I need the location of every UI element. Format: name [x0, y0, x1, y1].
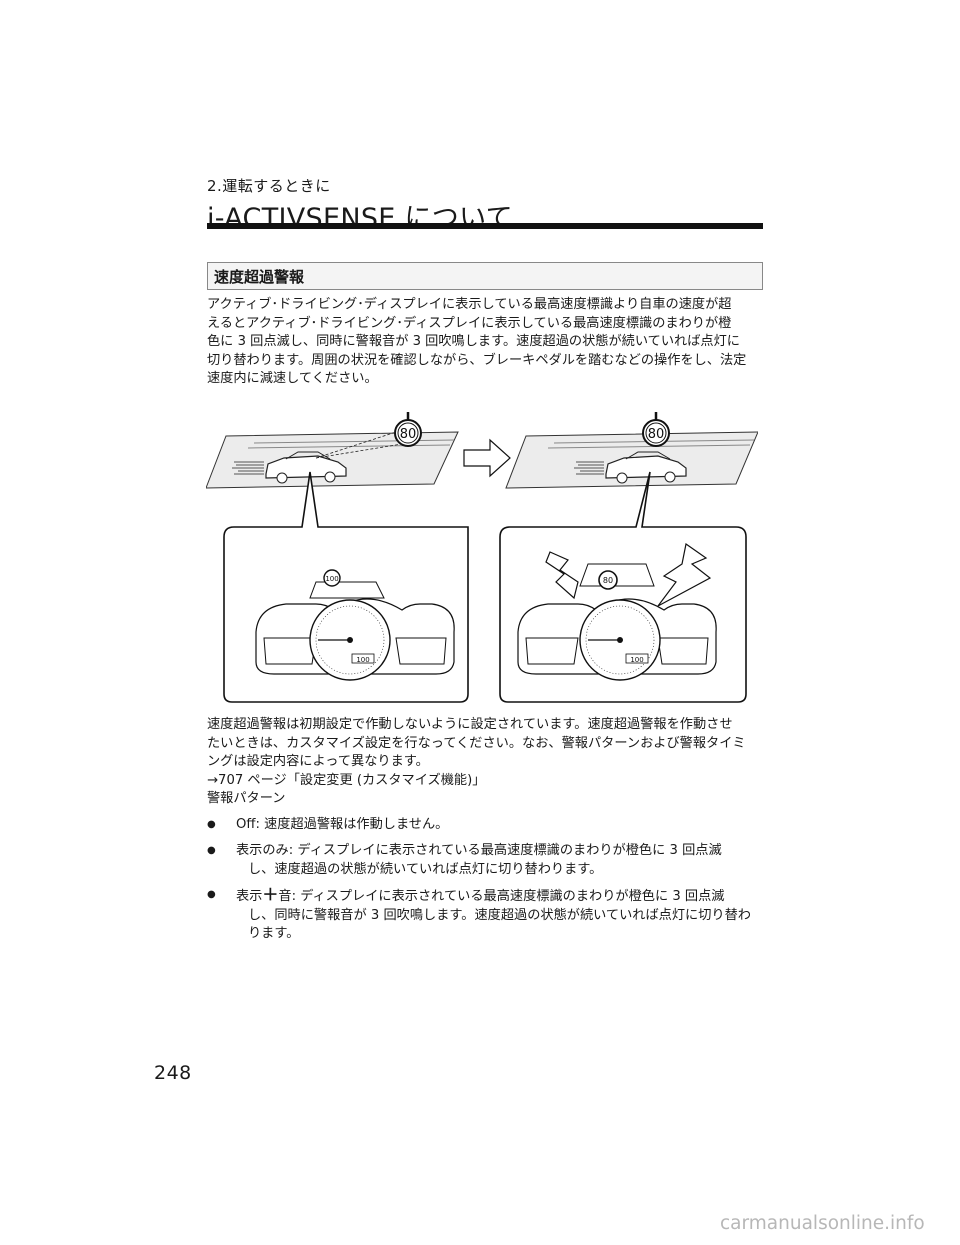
- page-reference-link[interactable]: →707 ページ「設定変更 (カスタマイズ機能)」: [207, 772, 486, 788]
- intro-paragraph: アクティブ･ドライビング･ディスプレイに表示している最高速度標識より自車の速度が…: [207, 296, 767, 389]
- instrument-cluster-icon: 100 80: [517, 563, 717, 681]
- intro-line: アクティブ･ドライビング･ディスプレイに表示している最高速度標識より自車の速度が…: [207, 297, 732, 312]
- plus-icon: ＋: [262, 885, 279, 904]
- intro-line: 色に 3 回点滅し、同時に警報音が 3 回吹鳴します。速度超過の状態が続いていれ…: [207, 334, 740, 350]
- bullet-line: Off: 速度超過警報は作動しません。: [236, 817, 449, 832]
- bullet-icon: ●: [207, 889, 216, 900]
- bullet-line: し、同時に警報音が 3 回吹鳴します。速度超過の状態が続いていれば点灯に切り替わ: [248, 907, 751, 923]
- bullet-mid: 音: [278, 889, 292, 904]
- subheading: 速度超過警報: [214, 268, 305, 286]
- lcd-readout: 100: [630, 656, 643, 664]
- road-scene-right: 80 100 80: [499, 412, 758, 703]
- car-icon: [605, 451, 687, 484]
- bullet-line: ります。: [248, 926, 300, 942]
- page-number: 248: [154, 1062, 192, 1084]
- settings-line: 速度超過警報は初期設定で作動しないように設定されています。速度超過警報を作動させ: [207, 717, 733, 732]
- warning-pattern-heading: 警報パターン: [207, 791, 286, 807]
- watermark: carmanualsonline.info: [720, 1213, 925, 1234]
- road-scene-left: 80 100 100: [206, 412, 469, 703]
- speed-limit-sign-icon: 80: [394, 419, 422, 447]
- bullet-prefix: 表示: [236, 889, 263, 904]
- speed-warning-figure: 80 100 100: [206, 412, 758, 703]
- intro-line: 速度内に減速してください。: [207, 371, 378, 387]
- display-sign-left: 100: [325, 575, 338, 583]
- intro-line: えるとアクティブ･ドライビング･ディスプレイに表示している最高速度標識のまわりが…: [207, 315, 732, 331]
- lcd-readout: 100: [356, 656, 369, 664]
- title-rule: [207, 223, 763, 229]
- arrow-right-icon: [463, 438, 511, 478]
- settings-line: たいときは、カスタマイズ設定を行なってください。なお、警報パターンおよび警報タイ…: [207, 735, 746, 751]
- road-sign-speed: 80: [648, 427, 665, 442]
- intro-line: 切り替わります。周囲の状況を確認しながら、ブレーキペダルを踏むなどの操作をし、法…: [207, 352, 747, 368]
- instrument-cluster-icon: 100 100: [255, 569, 455, 681]
- bullet-lead-rest: : ディスプレイに表示されている最高速度標識のまわりが橙色に 3 回点滅: [291, 889, 725, 904]
- road-sign-speed: 80: [400, 427, 417, 442]
- bullet-line: 表示のみ: ディスプレイに表示されている最高速度標識のまわりが橙色に 3 回点滅: [236, 843, 722, 858]
- display-sign-right: 80: [603, 576, 613, 585]
- bullet-icon: ●: [207, 819, 216, 830]
- section-kicker: 2.運転するときに: [207, 177, 331, 195]
- settings-paragraph: 速度超過警報は初期設定で作動しないように設定されています。速度超過警報を作動させ…: [207, 716, 767, 809]
- bullet-line: 表示＋音: ディスプレイに表示されている最高速度標識のまわりが橙色に 3 回点滅: [236, 885, 751, 907]
- car-icon: [265, 451, 347, 484]
- speed-limit-sign-icon: 80: [642, 419, 670, 447]
- bullet-icon: ●: [207, 845, 216, 856]
- lightning-icon: [657, 542, 712, 607]
- subheading-box: 速度超過警報: [207, 262, 763, 290]
- lightning-icon: [545, 551, 579, 600]
- bullet-line: し、速度超過の状態が続いていれば点灯に切り替わります。: [248, 861, 603, 877]
- page-title: i-ACTIVSENSE について: [207, 203, 513, 234]
- settings-line: ングは設定内容によって異なります。: [207, 754, 429, 770]
